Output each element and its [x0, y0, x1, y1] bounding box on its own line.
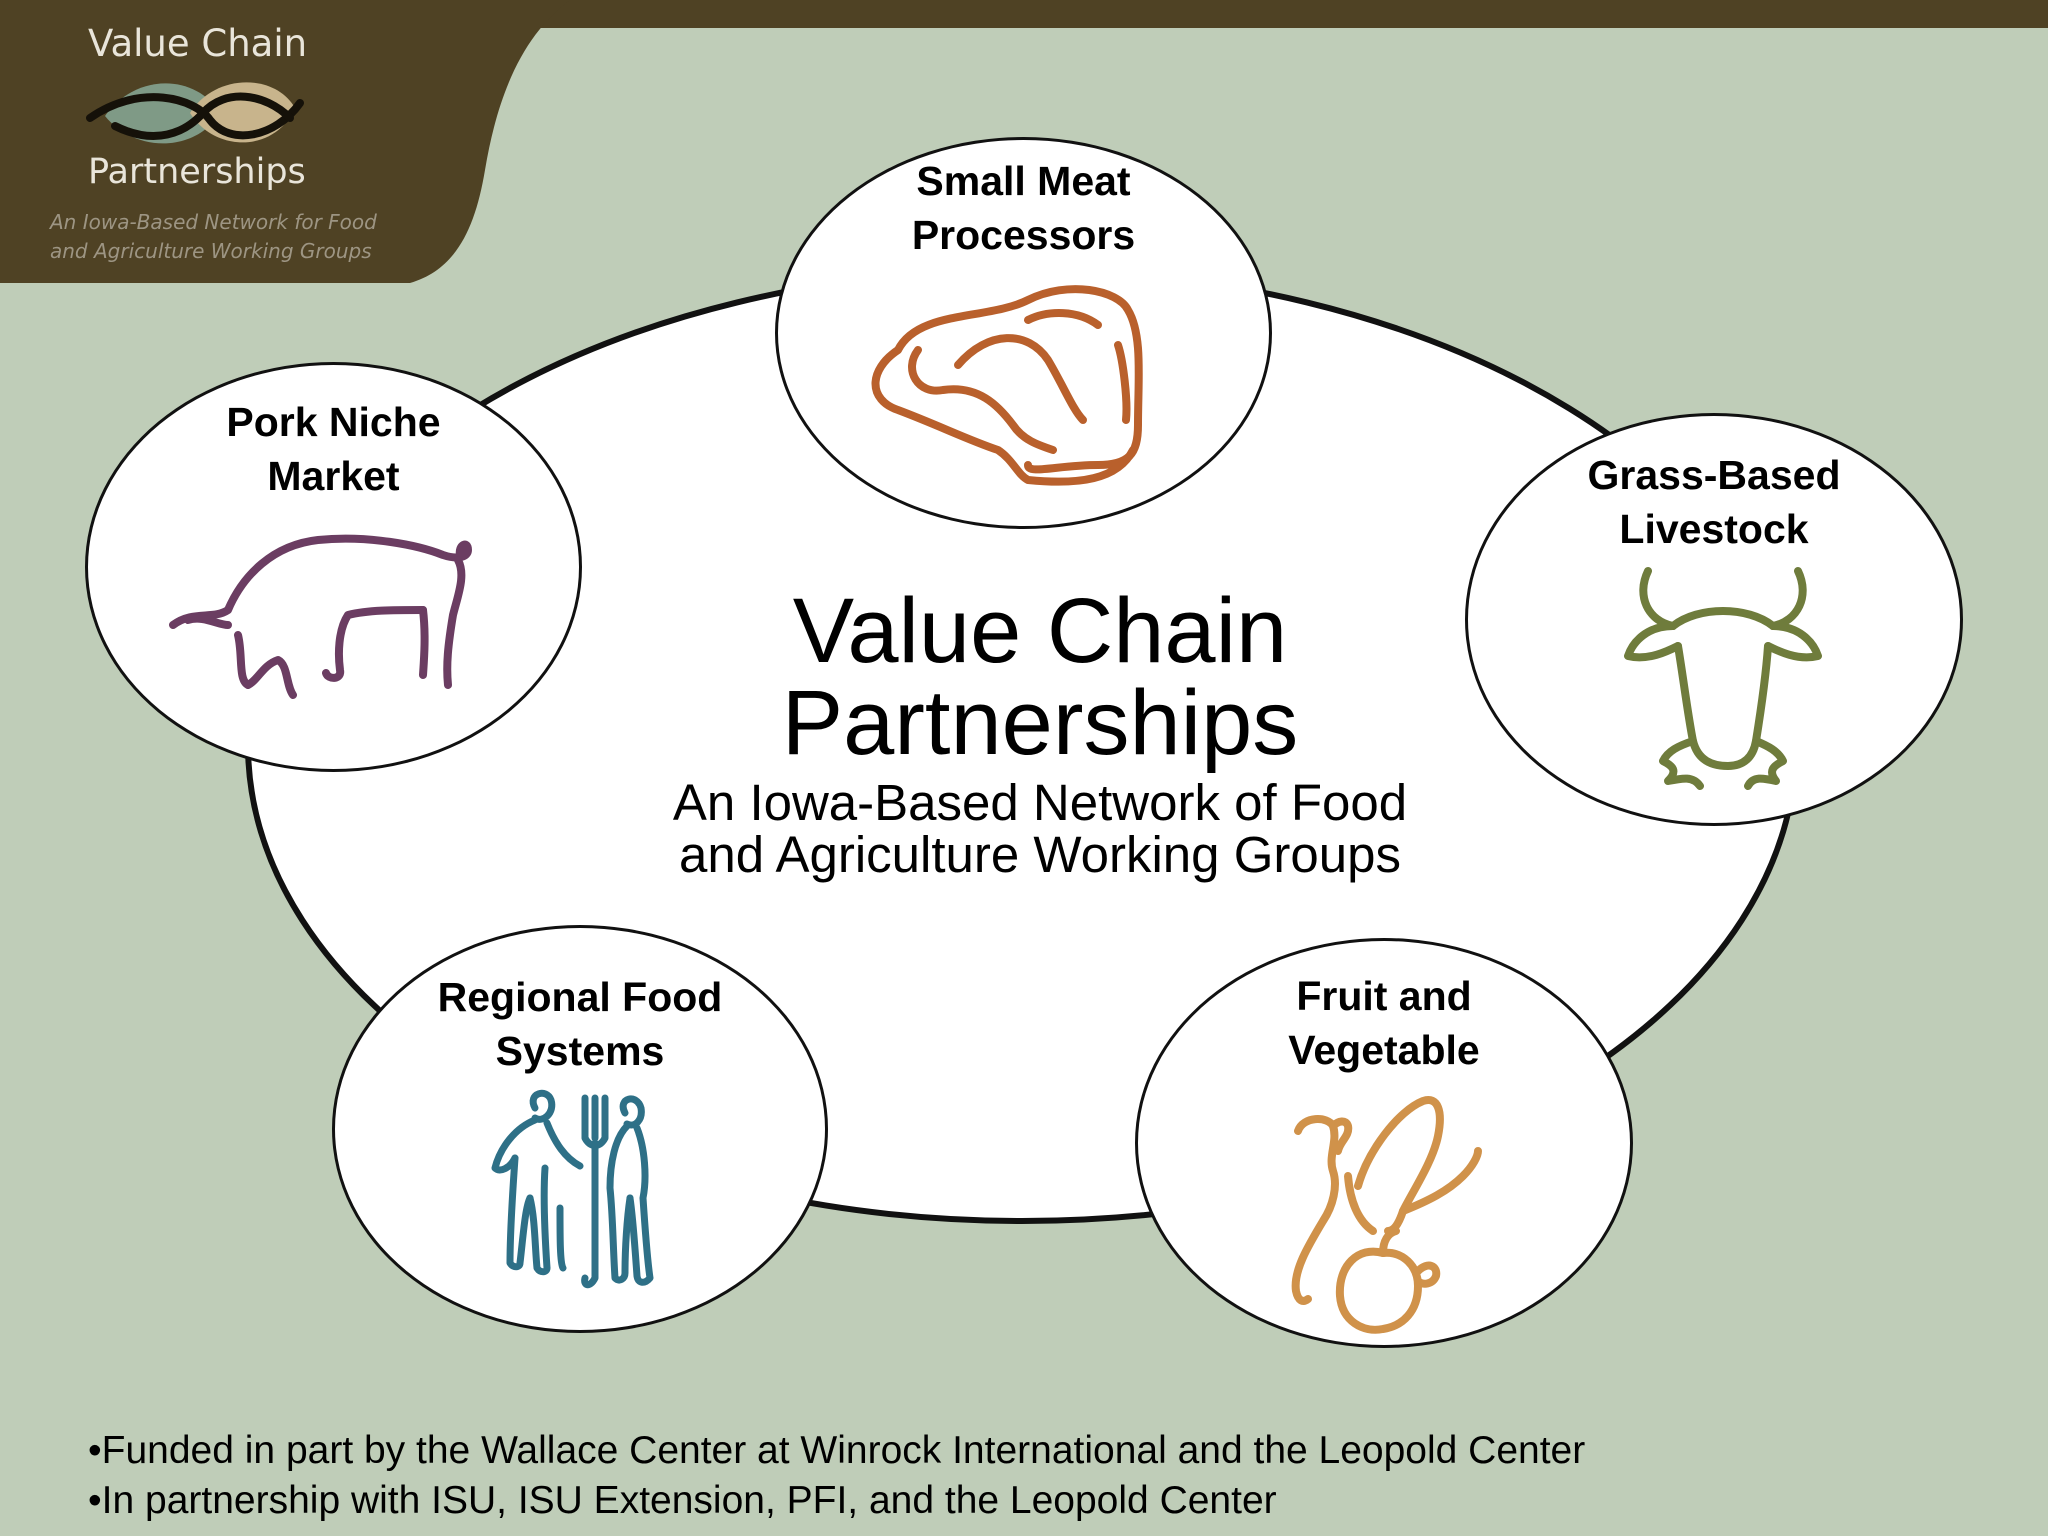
- logo-tagline-line-2: and Agriculture Working Groups: [50, 239, 372, 263]
- group-label-line-2: Systems: [495, 1028, 665, 1074]
- footer-partnership-note: •In partnership with ISU, ISU Extension,…: [88, 1479, 1277, 1522]
- group-label-grass-based: Grass-Based Livestock: [1468, 448, 1960, 556]
- leaf-emblem-icon: [86, 82, 304, 144]
- group-circle-pork-niche: Pork Niche Market: [85, 362, 582, 772]
- group-label-line-1: Regional Food: [437, 974, 723, 1020]
- center-title-line-1: Value Chain: [792, 580, 1288, 682]
- center-subtitle-line-1: An Iowa-Based Network of Food: [672, 774, 1408, 831]
- logo-tagline: An Iowa-Based Network for Food and Agric…: [50, 208, 380, 266]
- group-label-line-1: Fruit and: [1296, 973, 1472, 1019]
- pig-icon: [169, 534, 472, 699]
- group-circle-grass-based: Grass-Based Livestock: [1465, 413, 1963, 826]
- logo-title: Value Chain: [88, 22, 308, 65]
- group-circle-regional-food: Regional Food Systems: [332, 925, 828, 1333]
- logo-background: [0, 0, 570, 283]
- footer-notes: •Funded in part by the Wallace Center at…: [88, 1426, 1585, 1526]
- group-circle-small-meat: Small Meat Processors: [775, 137, 1272, 529]
- group-label-line-1: Grass-Based: [1587, 452, 1841, 498]
- group-label-fruit-vegetable: Fruit and Vegetable: [1138, 969, 1630, 1077]
- group-label-line-1: Small Meat: [916, 158, 1131, 204]
- farmer-couple-icon: [491, 1089, 654, 1289]
- group-label-line-2: Processors: [911, 212, 1136, 258]
- group-label-regional-food: Regional Food Systems: [335, 970, 825, 1078]
- steak-icon: [871, 285, 1143, 486]
- cow-head-icon: [1624, 567, 1822, 790]
- logo-block: Value Chain Partnerships An Iowa-Based N…: [0, 0, 570, 290]
- footer-funding-note: •Funded in part by the Wallace Center at…: [88, 1429, 1586, 1472]
- center-subtitle: An Iowa-Based Network of Food and Agricu…: [600, 777, 1480, 881]
- logo-subtitle: Partnerships: [88, 152, 306, 192]
- squash-apple-icon: [1291, 1096, 1482, 1334]
- group-label-pork-niche: Pork Niche Market: [88, 395, 579, 503]
- group-label-line-1: Pork Niche: [226, 399, 441, 445]
- center-title-line-2: Partnerships: [781, 672, 1299, 774]
- group-label-line-2: Vegetable: [1288, 1027, 1480, 1073]
- logo-tagline-line-1: An Iowa-Based Network for Food: [50, 210, 377, 234]
- group-circle-fruit-vegetable: Fruit and Vegetable: [1135, 938, 1633, 1348]
- group-label-line-2: Livestock: [1619, 506, 1809, 552]
- group-label-small-meat: Small Meat Processors: [778, 154, 1269, 262]
- group-label-line-2: Market: [267, 453, 400, 499]
- center-subtitle-line-2: and Agriculture Working Groups: [679, 826, 1401, 883]
- center-title: Value Chain Partnerships: [600, 585, 1480, 769]
